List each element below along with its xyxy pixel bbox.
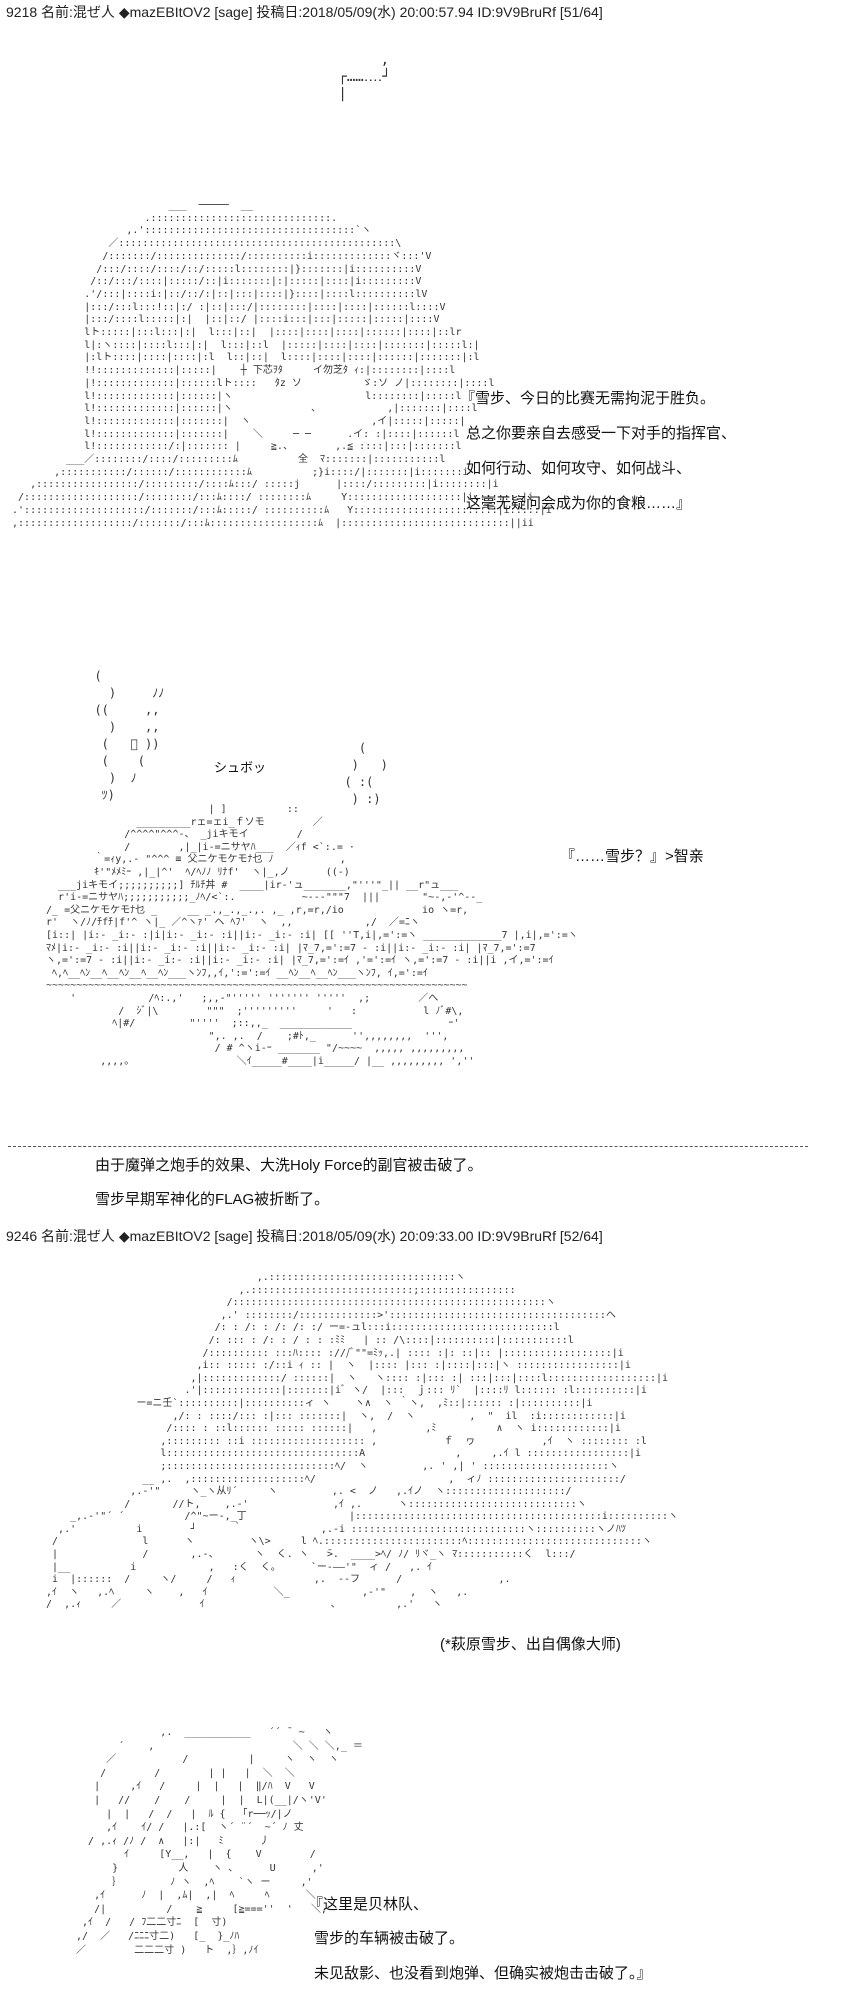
- post-header: 9218 名前:混ぜ人 ◆mazEBItOV2 [sage] 投稿日:2018/…: [6, 4, 603, 20]
- ascii-art-smoke-right: ( ) ) ( :( ) :): [344, 741, 388, 806]
- dialogue-line: 未见敌影、也没看到炮弹、但确实被炮击击破了。』: [314, 1965, 652, 1982]
- ascii-art-smoke-left: ( ) ﾉﾉ (( ,, ) ,, ( ﾞ )) ( ( ) ﾉ ﾂ): [94, 669, 165, 802]
- dialogue-line: 『这里是贝林队、: [308, 1896, 429, 1913]
- ascii-art-girl-reclining: ,.:::::::::::::::::::::::::::::::ヽ ,.:::…: [46, 1272, 679, 1611]
- sound-effect-text: シュボッ: [214, 760, 267, 775]
- post-divider: [8, 1146, 808, 1147]
- ascii-art-girl-profile: ,. ___________ ´´ ̄ ~ ヽ ´ , ＼ ＼ ＼,_ ＝ ／ …: [76, 1727, 363, 1956]
- dialogue-line: 雪步的车辆被击破了。: [314, 1930, 465, 1947]
- ascii-art-bracket: , ┌……‥‥┘ |: [338, 52, 391, 102]
- dialogue-line: 总之你要亲自去感受一下对手的指挥官、: [466, 425, 737, 442]
- scene2-dialogue: 『……雪步？』>智亲: [560, 848, 704, 865]
- ascii-art-tank-explosion: | ] :: _________rェ=ェi_ｆソモ ／ /^^^^"^^^-、 …: [46, 804, 578, 1067]
- narration-line: 由于魔弹之炮手的效果、大洗Holy Force的副官被击破了。: [95, 1157, 483, 1174]
- dialogue-line: 这毫无疑问会成为你的食粮……』: [466, 495, 692, 512]
- scene1-caption: (*萩原雪步、出自偶像大师): [440, 1636, 621, 1653]
- dialogue-line: 如何行动、如何攻守、如何战斗、: [466, 460, 692, 477]
- dialogue-line: 『雪步、今日的比赛无需拘泥于胜负。: [460, 390, 716, 407]
- ascii-art-girl-portrait: ___ ───── __ .::::::::::::::::::::::::::…: [12, 200, 552, 529]
- narration-line: 雪步早期军神化的FLAG被折断了。: [95, 1191, 330, 1208]
- post-header: 9246 名前:混ぜ人 ◆mazEBItOV2 [sage] 投稿日:2018/…: [6, 1228, 603, 1244]
